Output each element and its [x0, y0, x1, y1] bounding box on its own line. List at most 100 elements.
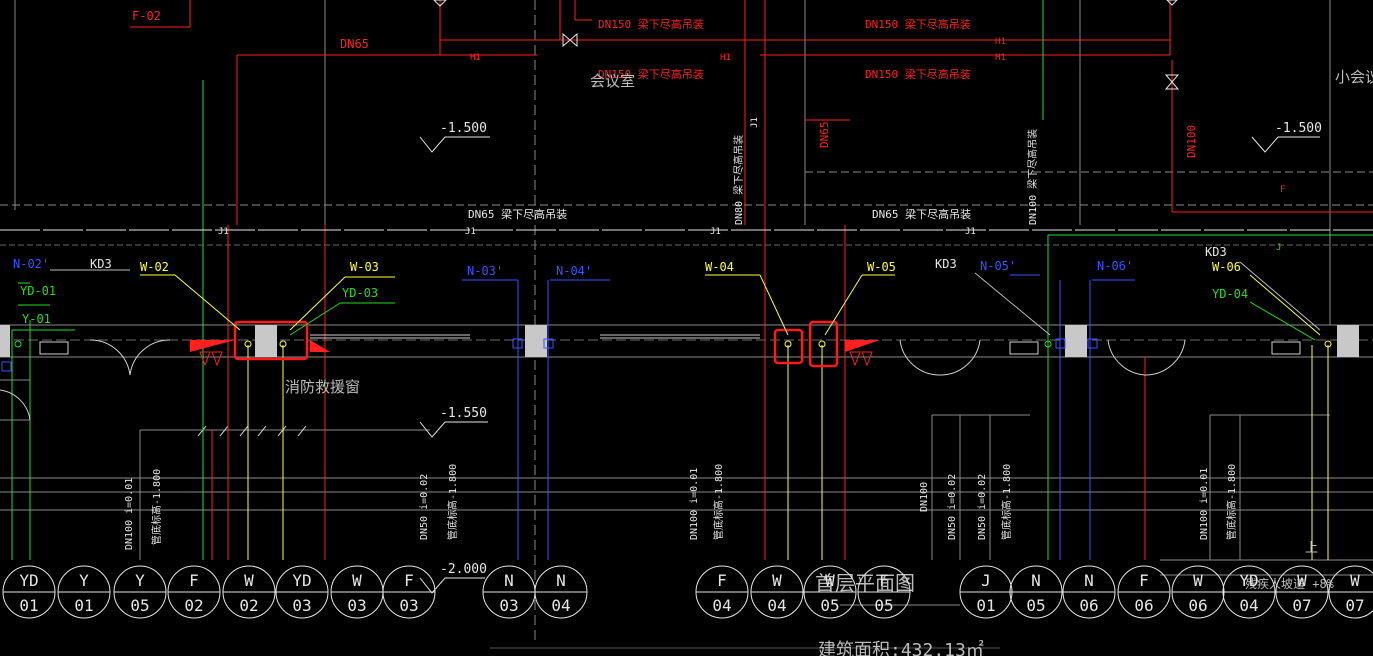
riser-tag: W 03 — [330, 565, 384, 619]
riser-tag-type: N — [556, 571, 566, 590]
elevation-4: -2.000 — [440, 562, 487, 577]
room-meeting-small: 小会议 — [1335, 68, 1373, 86]
label-dn150-1: DN150 梁下尽高吊装 — [598, 17, 704, 31]
riser-tag-number: 05 — [874, 596, 893, 615]
riser-tag-number: 07 — [1292, 596, 1311, 615]
riser-tag-number: 06 — [1079, 596, 1098, 615]
riser-tag: W05 — [803, 565, 857, 619]
riser-tag-row: YD01Y01Y05F02W02YD03W03F03N03N04F04W04W0… — [2, 565, 1373, 619]
riser-tag-type: YD — [1239, 571, 1258, 590]
riser-yd01: YD-01 — [20, 284, 56, 298]
riser-n03: N-03' — [467, 264, 503, 278]
riser-n06: N-06' — [1097, 259, 1133, 273]
yellow-pipes — [247, 345, 1329, 560]
outlet-note-4: DN100 — [919, 482, 930, 512]
riser-yd03: YD-03 — [342, 286, 378, 300]
label-h1-b: H1 — [720, 53, 731, 63]
red-pipes — [130, 0, 1373, 560]
riser-n04: N-04' — [556, 264, 592, 278]
riser-w04: W-04 — [705, 260, 734, 274]
label-dn65-vertical: DN65 — [818, 122, 831, 149]
label-j-right: J — [1276, 243, 1281, 253]
label-j1-b: J1 — [465, 227, 476, 237]
label-dn100-vertical: DN100 梁下尽高吊装 — [1026, 129, 1039, 225]
outlet-note-1b: 管底标高-1.800 — [150, 469, 163, 545]
label-h1-a: H1 — [470, 53, 481, 63]
riser-w03: W-03 — [350, 260, 379, 274]
drawing-labels: F-02 DN65 DN150 梁下尽高吊装 DN150 梁下尽高吊装 DN15… — [13, 9, 1373, 656]
blue-pipes — [462, 274, 1135, 560]
label-barrier-free: 残疾人坡道 +8% — [1245, 576, 1335, 591]
riser-tag-number: 03 — [499, 596, 518, 615]
riser-tag-number: 07 — [1345, 596, 1364, 615]
label-dn100-red: DN100 — [1185, 125, 1198, 158]
riser-tag-type: W — [244, 571, 254, 590]
riser-tag-type: YD — [292, 571, 311, 590]
riser-tag-number: 03 — [347, 596, 366, 615]
riser-tag-type: Y — [135, 571, 145, 590]
label-dn65-main-1: DN65 梁下尽高吊装 — [468, 207, 567, 221]
outlet-note-6b: 管底标高-1.800 — [1000, 464, 1013, 540]
columns — [0, 325, 1359, 357]
highlight-box-w02-w03[interactable] — [233, 320, 309, 361]
riser-tag-number: 01 — [19, 596, 38, 615]
riser-kd3-a: KD3 — [90, 257, 112, 271]
riser-tag: F02 — [167, 565, 221, 619]
riser-tag: F03 — [382, 565, 436, 619]
riser-tag-number: 04 — [551, 596, 570, 615]
riser-tag: W06 — [1171, 565, 1225, 619]
riser-tag-type: N — [1084, 571, 1094, 590]
outlet-note-7: DN100 i=0.01 — [1199, 468, 1210, 540]
riser-tag-type: F — [717, 571, 727, 590]
outlet-note-2: DN50 i=0.02 — [419, 474, 430, 540]
label-dn80-vertical: DN80 梁下尽高吊装 — [732, 135, 745, 225]
riser-tag: Y01 — [57, 565, 111, 619]
riser-tag-number: 04 — [712, 596, 731, 615]
riser-tag: J01 — [959, 565, 1013, 619]
j1-main-line — [0, 229, 1373, 246]
highlight-box-w04[interactable] — [773, 328, 804, 365]
riser-tag-number: 03 — [292, 596, 311, 615]
riser-n05: N-05' — [980, 259, 1016, 273]
riser-tag: F 04 — [695, 565, 749, 619]
riser-w05: W-05 — [867, 260, 896, 274]
riser-tag-number: 05 — [1026, 596, 1045, 615]
label-dn150-2: DN150 梁下尽高吊装 — [598, 67, 704, 81]
riser-tag: N 06 — [1062, 565, 1116, 619]
riser-y01: Y-01 — [22, 312, 51, 326]
outlet-note-6: DN50 i=0.02 — [977, 474, 988, 540]
room-meeting: 会议室 — [590, 72, 635, 90]
riser-tag-type: F — [879, 571, 889, 590]
label-j1-c: J1 — [710, 227, 721, 237]
riser-tag-number: 04 — [767, 596, 786, 615]
riser-tag-type: W — [1350, 571, 1360, 590]
outlet-note-2b: 管底标高-1.800 — [446, 464, 459, 540]
riser-tag-number: 06 — [1134, 596, 1153, 615]
riser-tag: N 04 — [534, 565, 588, 619]
riser-tag-type: W — [352, 571, 362, 590]
outlet-note-1: DN100 i=0.01 — [124, 478, 135, 550]
riser-tag-type: N — [1031, 571, 1041, 590]
elevation-2: -1.500 — [1275, 121, 1322, 136]
label-f02: F-02 — [132, 9, 161, 23]
riser-tag-type: W — [1193, 571, 1203, 590]
riser-tag: W 07 — [1328, 565, 1373, 619]
riser-tag-type: W — [1297, 571, 1307, 590]
riser-tag-number: 05 — [130, 596, 149, 615]
highlight-boxes[interactable] — [233, 320, 839, 368]
label-j1-vertical: J1 — [750, 117, 760, 128]
elevation-1: -1.500 — [440, 121, 487, 136]
highlight-box-w05[interactable] — [808, 320, 839, 368]
elevation-3: -1.550 — [440, 406, 487, 421]
riser-w06: W-06 — [1212, 260, 1241, 274]
riser-tag: W 07 — [1275, 565, 1329, 619]
riser-kd3-b: KD3 — [935, 257, 957, 271]
riser-tag: Y 05 — [113, 565, 167, 619]
label-dn150-3: DN150 梁下尽高吊装 — [865, 17, 971, 31]
riser-tag-number: 02 — [239, 596, 258, 615]
riser-tag-number: 03 — [399, 596, 418, 615]
